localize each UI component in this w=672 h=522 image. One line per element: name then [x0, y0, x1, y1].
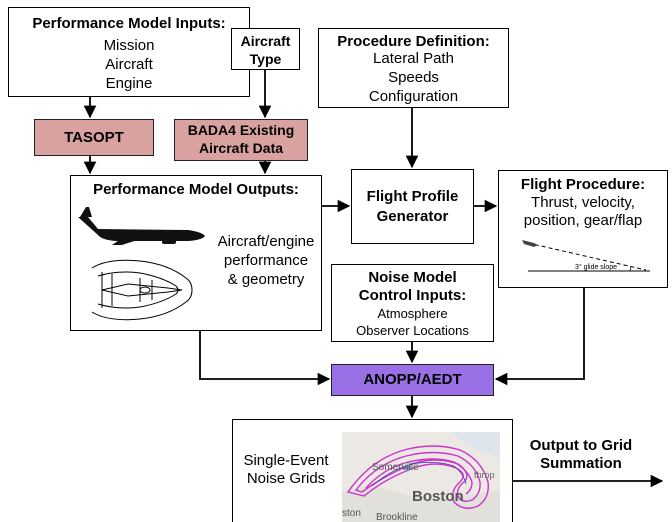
glide-slope-diagram: [522, 240, 650, 272]
noise-contour-map: Somerville Boston ston Brookline throp: [342, 432, 500, 522]
aircraft-type-box: [231, 28, 300, 70]
small-aircraft-icon: [522, 240, 538, 247]
map-label-brookline: Brookline: [376, 512, 418, 522]
procedure-definition-box: [318, 28, 509, 108]
map-label-ston: ston: [342, 508, 361, 519]
flight-procedure-item-2: position, gear/flap: [523, 212, 643, 229]
tasopt-box: [34, 119, 154, 156]
input-engine: Engine: [105, 75, 153, 92]
procedure-definition-title: Procedure Definition:: [337, 33, 490, 50]
bada4-line2: Aircraft Data: [198, 140, 284, 156]
noise-control-atmosphere: Atmosphere: [377, 306, 448, 321]
input-aircraft: Aircraft: [105, 56, 153, 73]
flight-procedure-title: Flight Procedure:: [520, 176, 646, 193]
anopp-aedt-box: [331, 364, 494, 396]
output-grid-line1: Output to Grid: [529, 437, 633, 454]
flight-procedure-item-1: Thrust, velocity,: [531, 194, 635, 211]
outputs-desc-2: performance: [223, 252, 309, 269]
engine-icon: [91, 259, 193, 321]
flight-profile-line1: Flight Profile: [366, 188, 459, 205]
map-label-somerville: Somerville: [372, 462, 419, 473]
map-label-boston: Boston: [412, 488, 464, 505]
noise-grids-label-1: Single-Event: [243, 452, 329, 469]
noise-control-title-1: Noise Model: [368, 269, 457, 286]
aircraft-icon: [78, 207, 205, 245]
map-label-winthrop: throp: [474, 470, 495, 480]
flight-profile-generator-box: [351, 169, 474, 244]
bada4-box: [174, 119, 308, 161]
input-mission: Mission: [103, 37, 155, 54]
tasopt-label: TASOPT: [64, 129, 124, 146]
bada4-line1: BADA4 Existing: [187, 122, 295, 138]
inputs-title: Performance Model Inputs:: [32, 15, 226, 32]
procedure-lateral-path: Lateral Path: [373, 50, 454, 67]
output-grid-line2: Summation: [540, 455, 622, 472]
outputs-desc-3: & geometry: [227, 271, 305, 288]
performance-model-inputs-box: [8, 7, 250, 97]
procedure-speeds: Speeds: [388, 69, 439, 86]
noise-control-title-2: Control Inputs:: [358, 287, 467, 304]
flight-profile-line2: Generator: [376, 208, 449, 225]
procedure-configuration: Configuration: [368, 88, 459, 105]
aircraft-type-line2: Type: [249, 51, 282, 67]
noise-control-observer-locations: Observer Locations: [356, 323, 469, 338]
glide-slope-label: 3° glide slope: [574, 264, 618, 271]
aircraft-type-line1: Aircraft: [240, 33, 291, 49]
outputs-title: Performance Model Outputs:: [93, 181, 299, 198]
outputs-desc-1: Aircraft/engine: [217, 233, 315, 250]
anopp-aedt-label: ANOPP/AEDT: [363, 371, 462, 388]
noise-grids-label-2: Noise Grids: [246, 470, 326, 487]
noise-control-box: [331, 264, 494, 342]
